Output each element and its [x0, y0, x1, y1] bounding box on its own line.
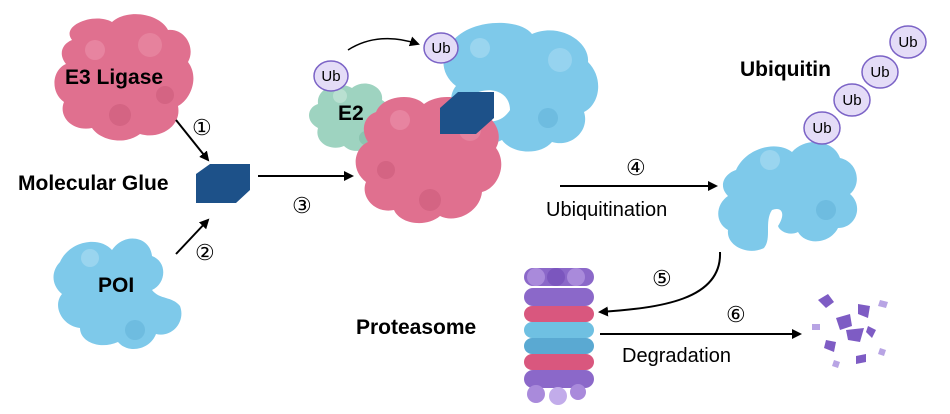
- step-2-number: ②: [195, 240, 215, 265]
- degraded-peptide-fragments: [812, 294, 888, 368]
- ub-label: Ub: [431, 40, 450, 57]
- ub-label: Ub: [321, 68, 340, 85]
- step-5-number: ⑤: [652, 266, 672, 291]
- ub-chain: Ub Ub Ub Ub: [803, 25, 927, 145]
- ubiquitination-label: Ubiquitination: [546, 199, 667, 221]
- proteasome-label: Proteasome: [356, 316, 476, 339]
- e2-label: E2: [338, 102, 364, 125]
- e3-ligase-label: E3 Ligase: [65, 66, 163, 89]
- step-5-arrow: [598, 251, 722, 317]
- step-2-arrow: [175, 218, 210, 255]
- e3-ligase-protein: [54, 14, 194, 141]
- ub-chain-bead-1: Ub: [803, 111, 841, 145]
- poi-label: POI: [98, 274, 134, 297]
- ub-label: Ub: [898, 34, 917, 51]
- step-1-number: ①: [192, 115, 212, 140]
- degradation-label: Degradation: [622, 345, 731, 367]
- ub-label: Ub: [870, 64, 889, 81]
- ub-chain-bead-4: Ub: [889, 25, 927, 59]
- ubiquitinated-poi-protein: [718, 141, 858, 251]
- transferred-ub-bead: Ub: [423, 32, 459, 64]
- e2-ub-bead: Ub: [313, 60, 349, 92]
- complex-molecular-glue-shape: [440, 92, 494, 134]
- ub-label: Ub: [812, 120, 831, 137]
- molecular-glue-label: Molecular Glue: [18, 172, 169, 195]
- step-3-number: ③: [292, 193, 312, 218]
- step-4-number: ④: [626, 155, 646, 180]
- ub-label: Ub: [842, 92, 861, 109]
- ub-chain-bead-2: Ub: [833, 83, 871, 117]
- step-6-number: ⑥: [726, 302, 746, 327]
- ub-transfer-arrow: [347, 36, 420, 51]
- ub-chain-bead-3: Ub: [861, 55, 899, 89]
- step-1-arrow: [175, 119, 210, 162]
- molecular-glue-shape: [196, 164, 250, 203]
- proteasome: [524, 268, 594, 405]
- poi-protein: [53, 238, 182, 349]
- ubiquitin-label: Ubiquitin: [740, 58, 831, 81]
